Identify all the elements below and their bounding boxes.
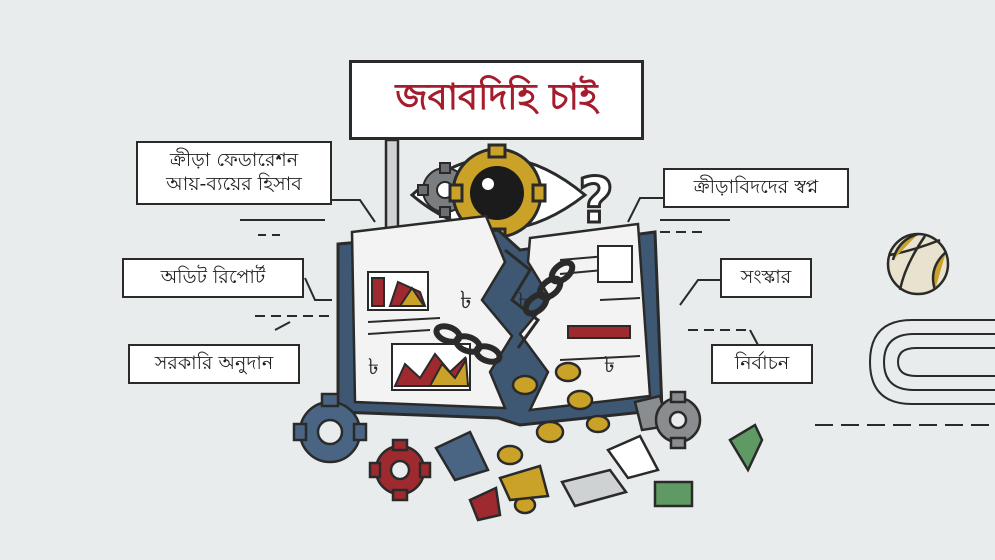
label-line: ক্রীড়া ফেডারেশন [169,149,299,171]
label-text: নির্বাচন [734,352,790,374]
label-reform: সংস্কার [720,258,812,298]
currency-symbol: ৳ [368,355,379,380]
gear-icon [654,390,702,450]
label-election: নির্বাচন [711,344,813,384]
label-athletes-dream: ক্রীড়াবিদদের স্বপ্ন [663,168,849,208]
label-federation-accounts: ক্রীড়া ফেডারেশন আয়-ব্যয়ের হিসাব [136,141,332,205]
book-crack [504,248,541,349]
label-text: সরকারি অনুদান [154,352,274,374]
label-audit-report: অডিট রিপোর্ট [122,258,304,298]
gear-icon [368,438,432,502]
question-mark-icon: ? [578,164,614,237]
currency-symbol: ৳ [604,353,615,378]
running-track-icon [815,319,995,426]
gear-icon [292,392,368,464]
title-sign: জবাবদিহি চাই [349,60,644,140]
pupil [470,166,524,220]
broken-book: ৳ ৳ ৳ ৳ [336,214,664,427]
eye-icon [409,143,588,243]
volleyball-icon [886,232,950,296]
currency-symbol: ৳ [518,289,529,314]
currency-symbol: ৳ [460,286,472,314]
label-line: আয়-ব্যয়ের হিসাব [166,172,302,195]
right-page-chart [559,245,641,361]
connector-lines [240,197,759,346]
page-title: জবাবদিহি চাই [395,77,598,118]
label-government-grant: সরকারি অনুদান [128,344,300,384]
left-page-chart [367,271,471,391]
label-text: অডিট রিপোর্ট [160,266,266,288]
label-text: সংস্কার [740,266,792,288]
broken-chain-icon [433,259,576,365]
label-text: ক্রীড়াবিদদের স্বপ্ন [693,176,819,198]
